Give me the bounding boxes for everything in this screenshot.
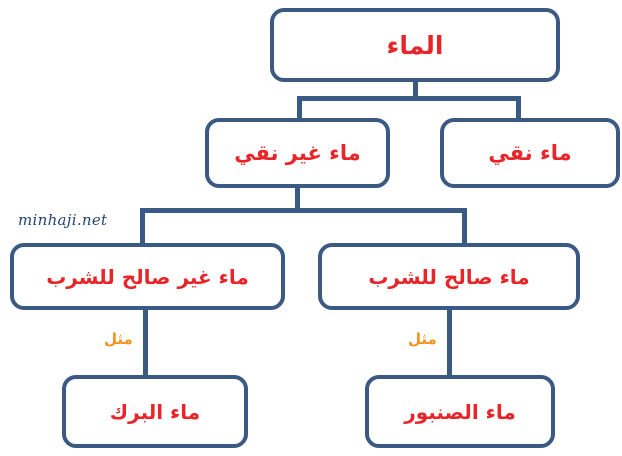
node-impure-water-label: ماء غير نقي xyxy=(234,140,361,165)
node-impure-water: ماء غير نقي xyxy=(205,118,390,188)
connector-level2-right-drop xyxy=(516,96,521,122)
node-drinkable-water: ماء صالح للشرب xyxy=(318,243,580,310)
node-tap-water: ماء الصنبور xyxy=(365,375,555,448)
connector-tap-drop xyxy=(447,308,452,379)
node-pure-water-label: ماء نقي xyxy=(488,140,572,165)
connector-level2-bar xyxy=(297,96,521,101)
connector-level3-bar xyxy=(140,208,467,213)
node-pond-water-label: ماء البرك xyxy=(109,399,201,424)
connector-root-stub xyxy=(413,80,418,98)
connector-pond-drop xyxy=(143,308,148,379)
connector-level3-right-drop xyxy=(462,208,467,247)
node-water: الماء xyxy=(270,8,560,82)
connector-level3-left-drop xyxy=(140,208,145,247)
node-undrinkable-water-label: ماء غير صالح للشرب xyxy=(46,264,249,289)
edge-label-example-left: مثل xyxy=(104,330,133,348)
watermark: minhaji.net xyxy=(18,211,108,229)
node-pure-water: ماء نقي xyxy=(440,118,620,188)
edge-label-example-right: مثل xyxy=(408,330,437,348)
connector-impure-stub xyxy=(295,186,300,212)
node-drinkable-water-label: ماء صالح للشرب xyxy=(368,264,530,289)
node-water-label: الماء xyxy=(386,30,444,60)
node-pond-water: ماء البرك xyxy=(62,375,248,448)
node-tap-water-label: ماء الصنبور xyxy=(404,399,516,424)
node-undrinkable-water: ماء غير صالح للشرب xyxy=(10,243,285,310)
connector-level2-left-drop xyxy=(297,96,302,122)
